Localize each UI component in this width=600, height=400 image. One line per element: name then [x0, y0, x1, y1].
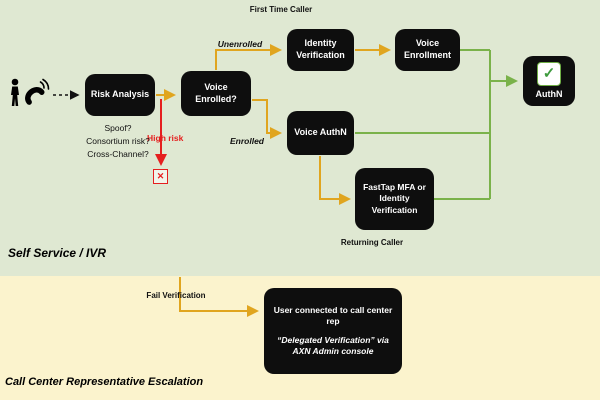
fail-x-icon: ✕ [153, 169, 168, 184]
arrow-fail-verification-to-call-center [179, 277, 259, 317]
arrow-unenrolled-to-identity-verification [215, 44, 282, 70]
risk-questions: Spoof? Consortium risk? Cross-Channel? [74, 122, 162, 161]
node-voice-enrolled: Voice Enrolled? [181, 71, 251, 116]
node-authn-label: AuthN [535, 88, 563, 99]
label-fail-verification: Fail Verification [146, 291, 206, 300]
check-icon: ✓ [537, 61, 561, 86]
risk-question-cross-channel: Cross-Channel? [87, 149, 149, 159]
section-label-call-center: Call Center Representative Escalation [5, 376, 204, 388]
section-label-self-service: Self Service / IVR [8, 246, 107, 260]
node-risk-analysis-label: Risk Analysis [90, 89, 150, 100]
node-voice-enrolled-label: Voice Enrolled? [195, 81, 237, 104]
label-unenrolled: Unenrolled [217, 39, 263, 49]
node-identity-verification-label: Identity Verification [296, 38, 345, 60]
call-center-line1: User connected to call center rep [273, 305, 393, 327]
person-with-phone-icon [8, 76, 54, 115]
arrow-voice-authn-to-fasttap [319, 156, 351, 205]
label-enrolled: Enrolled [229, 136, 265, 146]
label-high-risk: High risk [147, 133, 184, 143]
node-voice-authn-label: Voice AuthN [294, 127, 347, 138]
node-risk-analysis: Risk Analysis [85, 74, 155, 116]
risk-question-consortium: Consortium risk? [86, 136, 150, 146]
node-fasttap-label: FastTap MFA or Identity Verification [363, 182, 426, 215]
node-authn: ✓ AuthN [523, 56, 575, 106]
risk-question-spoof: Spoof? [104, 123, 132, 133]
node-fasttap: FastTap MFA or Identity Verification [355, 168, 434, 230]
node-identity-verification: Identity Verification [287, 29, 354, 71]
node-voice-enrollment: Voice Enrollment [395, 29, 460, 71]
node-voice-enrollment-label: Voice Enrollment [403, 38, 451, 60]
label-first-time-caller: First Time Caller [249, 5, 313, 14]
call-center-line2: “Delegated Verification” via AXN Admin c… [277, 334, 389, 356]
node-voice-authn: Voice AuthN [287, 111, 354, 155]
node-call-center-rep: User connected to call center rep “Deleg… [264, 288, 402, 374]
label-returning-caller: Returning Caller [340, 238, 404, 247]
arrow-enrolled-to-voice-authn [252, 99, 282, 139]
